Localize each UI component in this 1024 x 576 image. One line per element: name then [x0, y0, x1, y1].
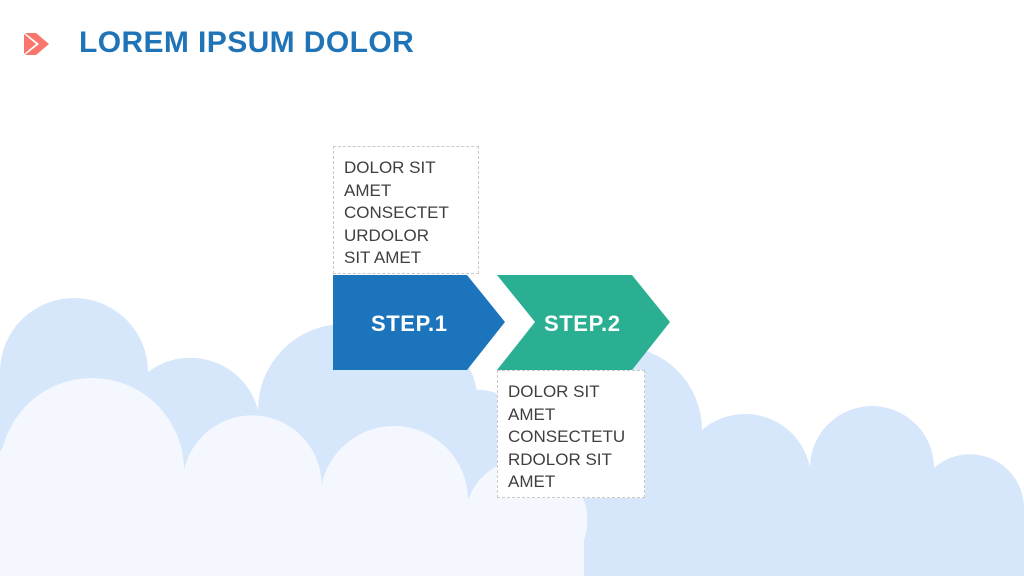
slide-header: LOREM IPSUM DOLOR — [0, 0, 1024, 86]
chevron-right-icon — [24, 33, 49, 55]
step-2-description-line: AMET — [508, 472, 556, 492]
step-1-description-line: DOLOR SIT — [344, 158, 436, 177]
step-2-label: STEP.2 — [544, 311, 621, 336]
step-2-description-line: DOLOR SIT — [508, 382, 600, 401]
step-2-description-line: CONSECTETU — [508, 427, 626, 447]
step-1-description-line: SIT AMET — [344, 248, 422, 268]
step-2-description-box[interactable]: DOLOR SIT AMET CONSECTETU RDOLOR SIT AME… — [497, 370, 645, 498]
step-2-description-line: AMET — [508, 404, 556, 424]
step-1-description-box[interactable]: DOLOR SIT AMET CONSECTET URDOLOR SIT AME… — [333, 146, 479, 274]
step-1-description-line: URDOLOR — [344, 225, 430, 245]
step-1-label: STEP.1 — [371, 311, 448, 336]
step-1-description-line: CONSECTET — [344, 203, 449, 223]
step-2-description-line: RDOLOR SIT — [508, 449, 612, 469]
page-title: LOREM IPSUM DOLOR — [79, 26, 415, 59]
step-1-description-line: AMET — [344, 180, 392, 200]
